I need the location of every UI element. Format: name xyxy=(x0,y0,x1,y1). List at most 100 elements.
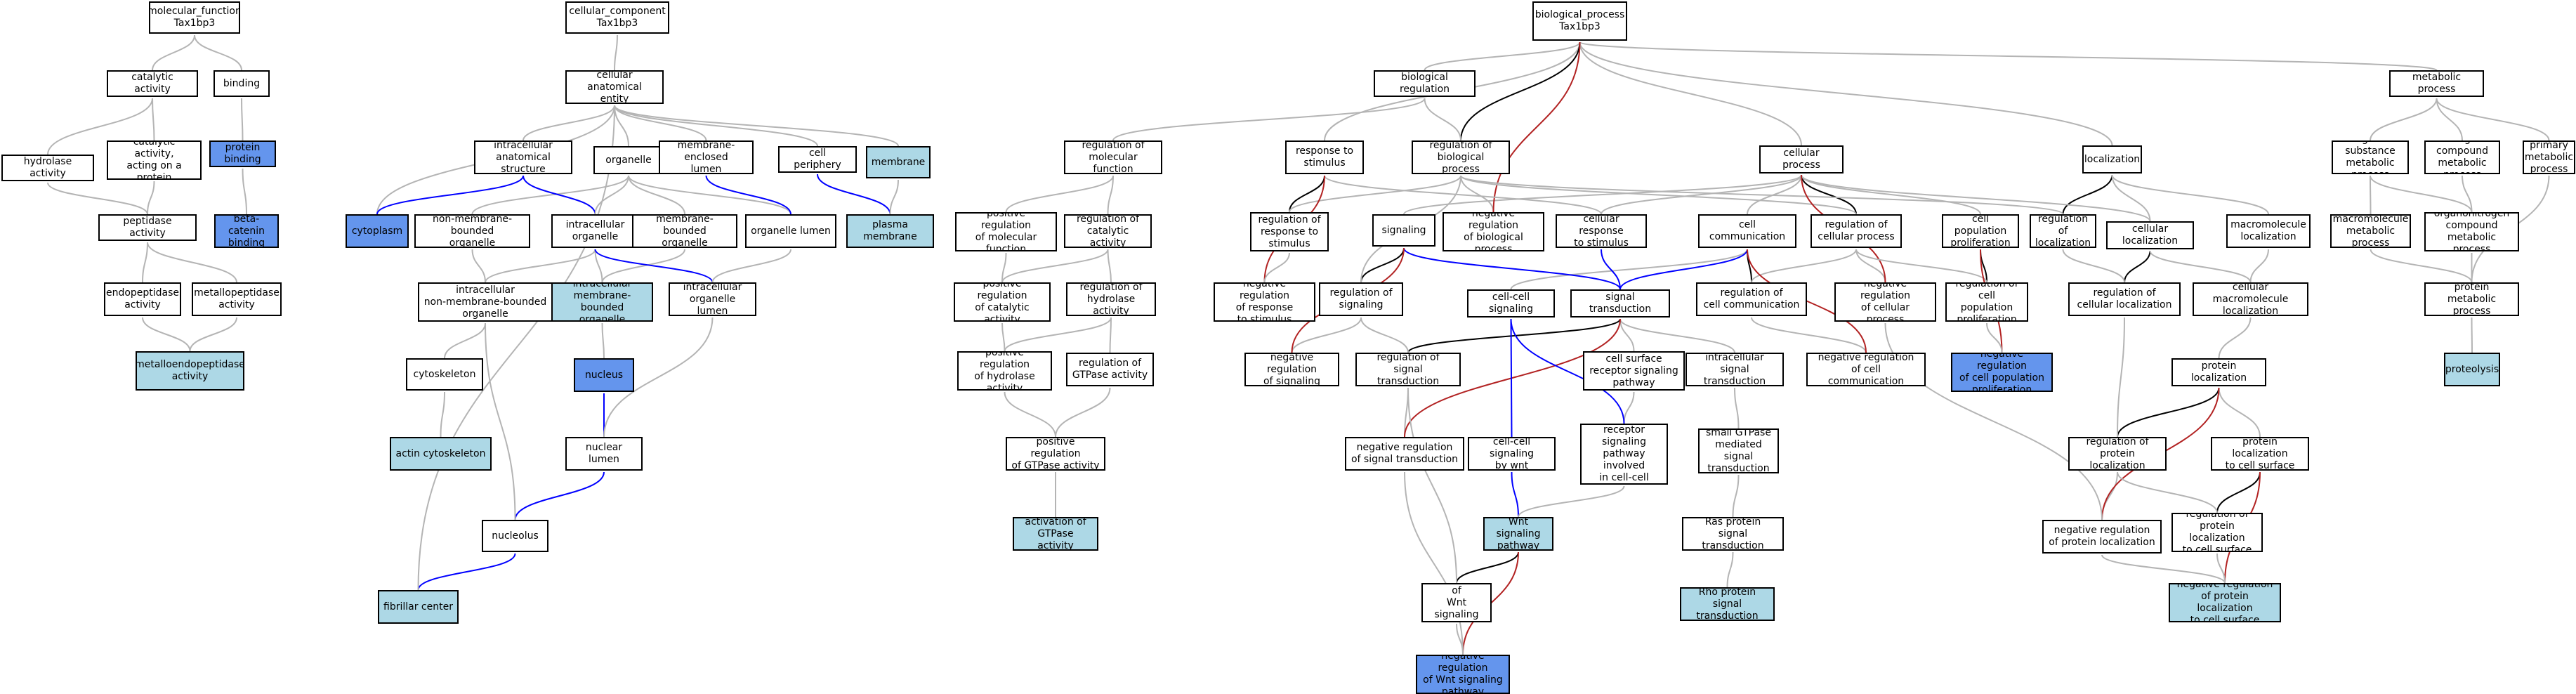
node-wnt-pathway[interactable]: Wnt signaling pathway xyxy=(1483,517,1553,551)
node-activation-gtpase[interactable]: activation of GTPase activity xyxy=(1013,517,1098,551)
node-bp-root[interactable]: biological_process Tax1bp3 xyxy=(1532,1,1627,41)
node-bio-reg[interactable]: biological regulation xyxy=(1374,70,1476,97)
node-cae[interactable]: cellular anatomical entity xyxy=(565,70,664,104)
node-nuclear-lumen[interactable]: nuclear lumen xyxy=(565,437,643,471)
node-organelle[interactable]: organelle xyxy=(593,146,664,174)
node-nucleolus[interactable]: nucleolus xyxy=(482,520,548,552)
node-neg-reg-cell-proc[interactable]: negative regulation of cellular process xyxy=(1834,282,1936,322)
node-reg-protein-loc-surface[interactable]: regulation of protein localization to ce… xyxy=(2171,513,2263,552)
node-ic-nmbo[interactable]: intracellular non-membrane-bounded organ… xyxy=(418,282,553,322)
node-nmbo[interactable]: non-membrane-bounded organelle xyxy=(414,214,530,248)
node-org-sub-met[interactable]: organic substance metabolic process xyxy=(2332,140,2409,174)
node-response-stim[interactable]: response to stimulus xyxy=(1285,140,1364,174)
node-mbo[interactable]: membrane-bounded organelle xyxy=(632,214,737,248)
node-plasma-membrane[interactable]: plasma membrane xyxy=(846,214,934,248)
node-reg-protein-loc[interactable]: regulation of protein localization xyxy=(2068,437,2167,471)
node-neg-reg-bp[interactable]: negative regulation of biological proces… xyxy=(1443,212,1544,251)
node-cell-cell-sig[interactable]: cell-cell signaling xyxy=(1467,289,1555,317)
node-organonitrogen[interactable]: organonitrogen compound metabolic proces… xyxy=(2424,212,2519,251)
node-actin-cytoskeleton[interactable]: actin cytoskeleton xyxy=(390,437,492,471)
node-proteolysis[interactable]: proteolysis xyxy=(2444,353,2500,386)
node-neg-reg-cell-pop-prolif[interactable]: negative regulation of cell population p… xyxy=(1951,353,2053,392)
node-beta-catenin[interactable]: beta-catenin binding xyxy=(214,214,279,248)
node-neg-reg-protein-loc[interactable]: negative regulation of protein localizat… xyxy=(2042,520,2162,554)
node-ic-organelle-lumen[interactable]: intracellular organelle lumen xyxy=(669,282,756,316)
node-ras-sig[interactable]: Ras protein signal transduction xyxy=(1682,517,1784,551)
node-reg-wnt[interactable]: regulation of Wnt signaling pathway xyxy=(1421,583,1492,622)
node-organelle-lumen[interactable]: organelle lumen xyxy=(745,214,836,248)
node-protein-binding[interactable]: protein binding xyxy=(209,140,276,167)
node-small-gtpase[interactable]: small GTPase mediated signal transductio… xyxy=(1698,428,1779,473)
node-neg-reg-signaling[interactable]: negative regulation of signaling xyxy=(1244,353,1339,386)
node-mem-enclosed-lumen[interactable]: membrane-enclosed lumen xyxy=(659,140,754,174)
node-cell-resp-stim[interactable]: cellular response to stimulus xyxy=(1556,214,1647,248)
node-reg-cell-pop-prolif[interactable]: regulation of cell population proliferat… xyxy=(1945,282,2028,322)
edge-reg-cell-comm-to-reg-cell-proc xyxy=(1751,249,1857,283)
node-cell-periphery[interactable]: cell periphery xyxy=(778,146,857,173)
node-neg-reg-sig-trans[interactable]: negative regulation of signal transducti… xyxy=(1345,437,1464,471)
node-catalytic[interactable]: catalytic activity xyxy=(107,70,198,97)
node-metallopeptidase[interactable]: metallopeptidase activity xyxy=(192,282,282,316)
node-nitrogen-met[interactable]: nitrogen compound metabolic process xyxy=(2424,140,2500,174)
node-cell-comm[interactable]: cell communication xyxy=(1698,214,1796,248)
node-reg-gtpase[interactable]: regulation of GTPase activity xyxy=(1066,353,1154,386)
node-protein-loc[interactable]: protein localization xyxy=(2171,358,2266,386)
node-cellular-process[interactable]: cellular process xyxy=(1759,145,1844,174)
node-reg-sig-trans[interactable]: regulation of signal transduction xyxy=(1355,353,1461,386)
node-membrane[interactable]: membrane xyxy=(866,146,931,178)
node-reg-loc[interactable]: regulation of localization xyxy=(2030,214,2096,248)
node-cytoskeleton[interactable]: cytoskeleton xyxy=(406,358,483,391)
node-rho-sig[interactable]: Rho protein signal transduction xyxy=(1680,587,1775,621)
node-ic-organelle[interactable]: intracellular organelle xyxy=(551,214,639,248)
node-macro-met[interactable]: macromolecule metabolic process xyxy=(2330,214,2411,248)
node-neg-reg-resp[interactable]: negative regulation of response to stimu… xyxy=(1214,282,1315,322)
node-protein-met[interactable]: protein metabolic process xyxy=(2424,282,2519,316)
node-reg-hydrolase[interactable]: regulation of hydrolase activity xyxy=(1066,282,1156,316)
node-csr-wnt[interactable]: cell surface receptor signaling pathway … xyxy=(1580,424,1668,485)
node-cat-acting-protein[interactable]: catalytic activity, acting on a protein xyxy=(107,140,202,180)
node-signal-trans[interactable]: signal transduction xyxy=(1570,289,1670,317)
edge-peptidase-to-cat-acting-protein xyxy=(147,181,155,215)
node-reg-mf[interactable]: regulation of molecular function xyxy=(1064,140,1162,174)
node-neg-reg-protein-loc-surface[interactable]: negative regulation of protein localizat… xyxy=(2169,583,2281,622)
node-ic-sig-trans[interactable]: intracellular signal transduction xyxy=(1685,353,1784,386)
node-cc-root[interactable]: cellular_component Tax1bp3 xyxy=(565,1,669,34)
node-pos-reg-hydrolase[interactable]: positive regulation of hydrolase activit… xyxy=(957,351,1052,391)
node-ias[interactable]: intracellular anatomical structure xyxy=(474,140,572,174)
node-localization[interactable]: localization xyxy=(2082,145,2142,174)
node-peptidase[interactable]: peptidase activity xyxy=(98,214,197,241)
node-pos-reg-gtpase[interactable]: positive regulation of GTPase activity xyxy=(1006,437,1105,471)
node-reg-bp[interactable]: regulation of biological process xyxy=(1412,140,1510,174)
node-cell-macro-loc[interactable]: cellular macromolecule localization xyxy=(2193,282,2308,316)
node-signaling[interactable]: signaling xyxy=(1372,214,1435,247)
node-protein-loc-surface[interactable]: protein localization to cell surface xyxy=(2211,437,2309,471)
node-pos-reg-cat[interactable]: positive regulation of catalytic activit… xyxy=(954,282,1051,322)
node-macro-loc[interactable]: macromolecule localization xyxy=(2226,214,2311,248)
node-metalloendopeptidase[interactable]: metalloendopeptidase activity xyxy=(136,351,244,391)
node-binding[interactable]: binding xyxy=(213,70,270,97)
node-cytoplasm[interactable]: cytoplasm xyxy=(346,214,409,248)
node-cell-pop-prolif[interactable]: cell population proliferation xyxy=(1942,214,2019,248)
node-reg-signaling[interactable]: regulation of signaling xyxy=(1319,282,1403,316)
node-cell-loc[interactable]: cellular localization xyxy=(2106,221,2194,249)
edge-reg-cell-proc-to-cellular-process xyxy=(1801,174,1857,215)
node-endopeptidase[interactable]: endopeptidase activity xyxy=(104,282,181,316)
node-mf-root[interactable]: molecular_function Tax1bp3 xyxy=(149,1,240,34)
node-reg-cell-comm[interactable]: regulation of cell communication xyxy=(1696,282,1807,316)
node-hydrolase[interactable]: hydrolase activity xyxy=(1,155,94,181)
node-fibrillar-center[interactable]: fibrillar center xyxy=(378,590,459,624)
node-reg-cat[interactable]: regulation of catalytic activity xyxy=(1064,214,1152,248)
edge-signal-trans-to-cell-comm xyxy=(1619,249,1748,290)
node-neg-reg-wnt[interactable]: negative regulation of Wnt signaling pat… xyxy=(1416,655,1510,694)
node-metabolic[interactable]: metabolic process xyxy=(2389,70,2484,97)
node-neg-reg-cell-comm[interactable]: negative regulation of cell communicatio… xyxy=(1806,353,1926,386)
node-reg-cell-proc[interactable]: regulation of cellular process xyxy=(1811,214,1902,248)
node-ic-mbo[interactable]: intracellular membrane-bounded organelle xyxy=(551,282,653,322)
node-pos-reg-mf[interactable]: positive regulation of molecular functio… xyxy=(955,212,1057,251)
node-reg-resp-stim[interactable]: regulation of response to stimulus xyxy=(1250,212,1329,251)
node-reg-cell-loc[interactable]: regulation of cellular localization xyxy=(2068,282,2181,316)
node-cc-sig-wnt[interactable]: cell-cell signaling by wnt xyxy=(1468,437,1556,471)
node-nucleus[interactable]: nucleus xyxy=(574,358,634,392)
node-primary-met[interactable]: primary metabolic process xyxy=(2523,140,2575,174)
node-cell-surface-rsp[interactable]: cell surface receptor signaling pathway xyxy=(1583,351,1685,391)
